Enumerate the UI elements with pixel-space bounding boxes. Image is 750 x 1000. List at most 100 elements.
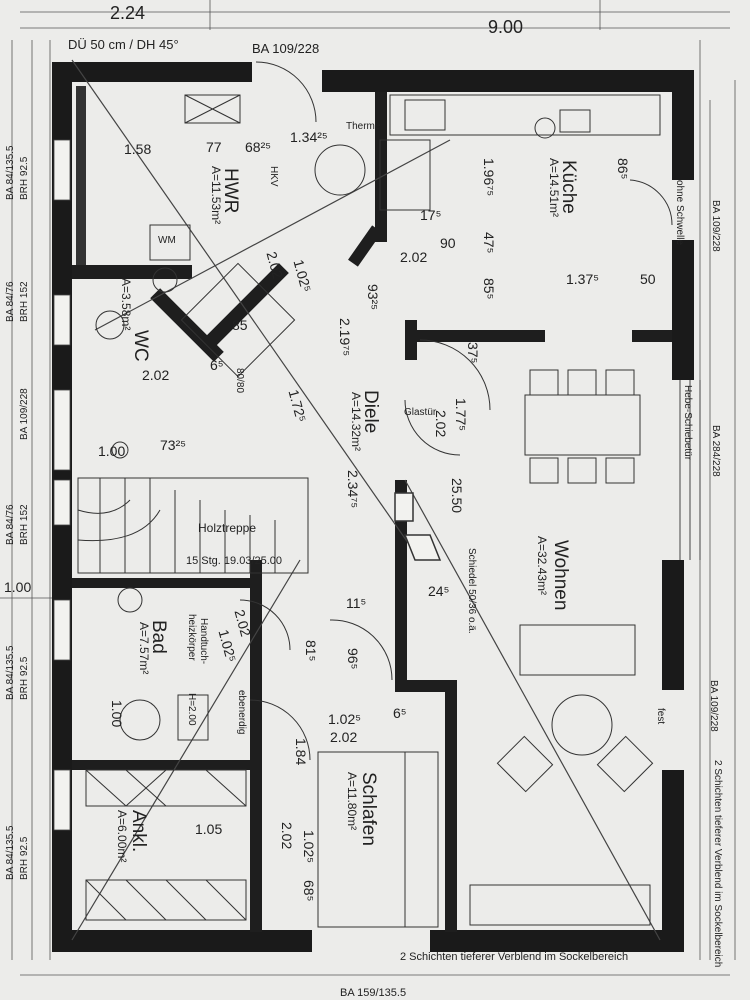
dim: 81⁵ bbox=[303, 640, 319, 662]
room-area-schlafen: A=11.80m² bbox=[345, 772, 359, 831]
left-window-1-ba: BA 84/76 bbox=[5, 281, 16, 322]
dim: 37⁵ bbox=[465, 342, 481, 364]
dim: 1.00 bbox=[98, 443, 126, 459]
label-heizkoerper: heizkörper bbox=[186, 614, 197, 661]
dim: 1.34²⁵ bbox=[290, 129, 328, 145]
left-window-2-ba: BA 109/228 bbox=[19, 388, 30, 440]
dim-top-left: 2.24 bbox=[110, 3, 146, 23]
room-name-hwr: HWR bbox=[220, 168, 241, 214]
label-ebenerdig: ebenerdig bbox=[236, 690, 247, 735]
room-name-kueche: Küche bbox=[558, 160, 579, 214]
left-window-openings bbox=[53, 139, 71, 831]
label-handtuch: Handtuch- bbox=[198, 618, 209, 665]
room-name-wc: WC bbox=[130, 330, 151, 362]
left-window-5-ba: BA 84/135.5 bbox=[5, 825, 16, 881]
dim-top-right: 9.00 bbox=[488, 17, 524, 37]
living-furniture bbox=[469, 624, 654, 926]
sliding-door bbox=[679, 380, 701, 560]
label-hkv: HKV bbox=[268, 166, 279, 187]
dim: 1.00 bbox=[109, 700, 125, 728]
room-area-ankl: A=6.00m² bbox=[115, 810, 129, 863]
label-schiedel: Schiedel 50/36 o.ä. bbox=[466, 548, 477, 634]
right-window-1: BA 109/228 bbox=[710, 200, 721, 252]
label-wm: WM bbox=[158, 235, 176, 246]
wardrobe bbox=[85, 769, 247, 921]
dim: 90 bbox=[440, 235, 456, 251]
bottom-note: 2 Schichten tieferer Verblend im Sockelb… bbox=[400, 951, 629, 963]
roof-overhang-label: DÜ 50 cm / DH 45° bbox=[68, 37, 179, 52]
staircase bbox=[77, 477, 309, 574]
dim: 68²⁵ bbox=[245, 139, 272, 155]
left-window-5-brh: BRH 92.5 bbox=[19, 836, 30, 880]
dim: 77 bbox=[206, 139, 222, 155]
room-name-wohnen: Wohnen bbox=[550, 540, 571, 611]
room-area-kueche: A=14.51m² bbox=[547, 158, 561, 218]
dim: 2.02 bbox=[433, 410, 449, 438]
left-window-3-brh: BRH 152 bbox=[19, 504, 30, 545]
right-window-3: BA 109/228 bbox=[708, 680, 719, 732]
dim: 1.02⁵ bbox=[301, 830, 317, 864]
left-window-0-ba: BA 84/135.5 bbox=[5, 145, 16, 201]
room-area-diele: A=14.32m² bbox=[349, 392, 363, 452]
room-name-schlafen: Schlafen bbox=[358, 772, 379, 846]
label-h200: H=2.00 bbox=[186, 693, 197, 726]
label-hebe-schiebetuer: Hebe-Schiebetür bbox=[682, 385, 693, 461]
label-dusche: 80/80 bbox=[234, 368, 245, 394]
label-glastuer: Glastür bbox=[404, 407, 437, 418]
room-area-wc: A=3.58m² bbox=[119, 278, 133, 331]
room-name-diele: Diele bbox=[360, 390, 381, 434]
dim: 1.58 bbox=[124, 141, 152, 157]
dim: 73²⁵ bbox=[160, 437, 187, 453]
door-swings bbox=[239, 61, 673, 761]
guide-lines bbox=[71, 59, 661, 941]
dim: 17⁵ bbox=[420, 207, 442, 223]
left-window-0-brh: BRH 92.5 bbox=[19, 156, 30, 200]
dimension-lines bbox=[0, 0, 736, 976]
room-area-wohnen: A=32.43m² bbox=[535, 536, 549, 596]
left-window-4-ba: BA 84/135.5 bbox=[5, 645, 16, 701]
dim: 2.34⁷⁵ bbox=[345, 470, 361, 509]
outer-walls bbox=[52, 62, 694, 952]
left-dim-100: 1.00 bbox=[4, 579, 32, 595]
dim: 2.02 bbox=[400, 249, 428, 265]
label-therme: Therme bbox=[346, 121, 381, 132]
dim: 85 bbox=[232, 317, 248, 333]
dim: 1.96⁷⁵ bbox=[481, 158, 497, 197]
bed bbox=[317, 751, 439, 928]
window-top-label: BA 109/228 bbox=[252, 41, 320, 56]
label-ohne-schwelle: ohne Schwelle bbox=[674, 180, 685, 246]
dim: 2.02 bbox=[279, 822, 295, 850]
dim: 2.02 bbox=[330, 729, 358, 745]
room-area-bad: A=7.57m² bbox=[137, 622, 151, 675]
dim: 47⁵ bbox=[481, 232, 497, 254]
dining-table bbox=[524, 369, 641, 484]
dim: 50 bbox=[640, 271, 656, 287]
label-stufen: 15 Stg. 19.03/25.00 bbox=[186, 555, 283, 567]
dim: 85⁵ bbox=[481, 278, 497, 300]
utility-fixtures bbox=[95, 94, 366, 741]
right-window-2: BA 284/228 bbox=[710, 425, 721, 477]
dim: 68⁵ bbox=[301, 880, 317, 902]
dim: 24⁵ bbox=[428, 583, 450, 599]
dim: 1.02⁵ bbox=[328, 711, 362, 727]
kitchen-counter bbox=[379, 94, 661, 211]
left-window-3-ba: BA 84/76 bbox=[5, 504, 16, 545]
dim: 11⁵ bbox=[346, 595, 367, 611]
dim: 93²⁵ bbox=[365, 284, 381, 311]
dim: 6⁵ bbox=[210, 357, 224, 373]
left-window-1-brh: BRH 152 bbox=[19, 281, 30, 322]
bottom-window-label: BA 159/135.5 bbox=[340, 987, 407, 999]
dim: 1.84 bbox=[293, 738, 309, 766]
room-area-hwr: A=11.53m² bbox=[209, 166, 223, 225]
chimney bbox=[394, 492, 442, 561]
dim: 96⁵ bbox=[345, 648, 361, 670]
label-fest: fest bbox=[655, 708, 666, 725]
room-name-ankl: Ankl. bbox=[128, 810, 149, 853]
dim: 86⁵ bbox=[615, 158, 631, 180]
room-name-bad: Bad bbox=[148, 620, 169, 654]
label-holztreppe: Holztreppe bbox=[198, 521, 257, 535]
right-schichten-note: 2 Schichten tieferer Verblend im Sockelb… bbox=[712, 760, 723, 968]
dim: 1.37⁵ bbox=[566, 271, 600, 287]
dim: 2.02 bbox=[142, 367, 170, 383]
